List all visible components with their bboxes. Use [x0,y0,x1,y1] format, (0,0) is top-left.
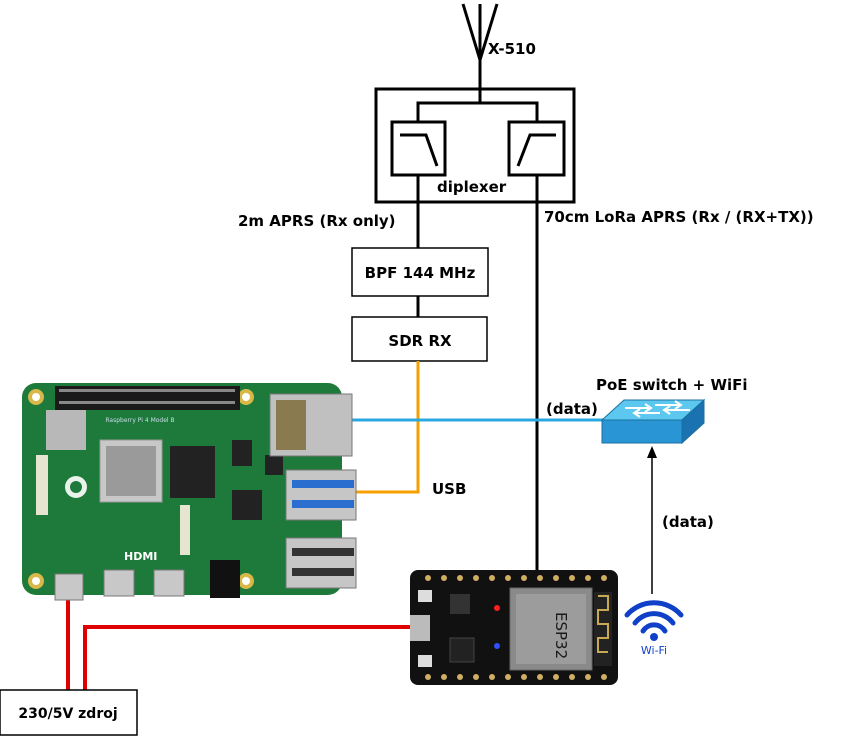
ethernet-data-label: (data) [546,400,598,418]
bpf-label: BPF 144 MHz [365,264,476,282]
highpass-filter-icon [507,120,566,177]
raspberry-pi-board: Raspberry Pi 4 Model B HDMI [22,383,357,601]
arrow-head-icon [647,446,657,458]
lowpass-filter-icon [390,120,447,177]
switch-icon [600,398,706,445]
hdmi-text: HDMI [124,550,157,563]
esp32-board [410,570,618,685]
esp32-chip-text: ESP32 [552,612,570,659]
antenna-icon [461,3,499,100]
power-wire-esp32 [83,625,412,690]
diplexer-box [374,87,576,204]
diplexer-label: diplexer [437,178,507,196]
wifi-icon [624,600,684,641]
antenna-label: X-510 [488,40,536,58]
wifi-logo-text: Wi-Fi [641,644,667,657]
usb-label: USB [432,480,466,498]
band-2m-label: 2m APRS (Rx only) [238,212,396,230]
power-supply-box [0,689,138,736]
sdr-label: SDR RX [388,332,452,350]
wifi-data-label: (data) [662,513,714,531]
band-70cm-label: 70cm LoRa APRS (Rx / (RX+TX)) [544,208,814,226]
raspberry-logo-icon [65,476,87,498]
bpf-box [351,247,489,297]
usb-cable [356,361,420,494]
rpi-board-text: Raspberry Pi 4 Model B [105,417,174,424]
power-supply-label: 230/5V zdroj [18,706,117,722]
switch-label: PoE switch + WiFi [596,376,748,394]
